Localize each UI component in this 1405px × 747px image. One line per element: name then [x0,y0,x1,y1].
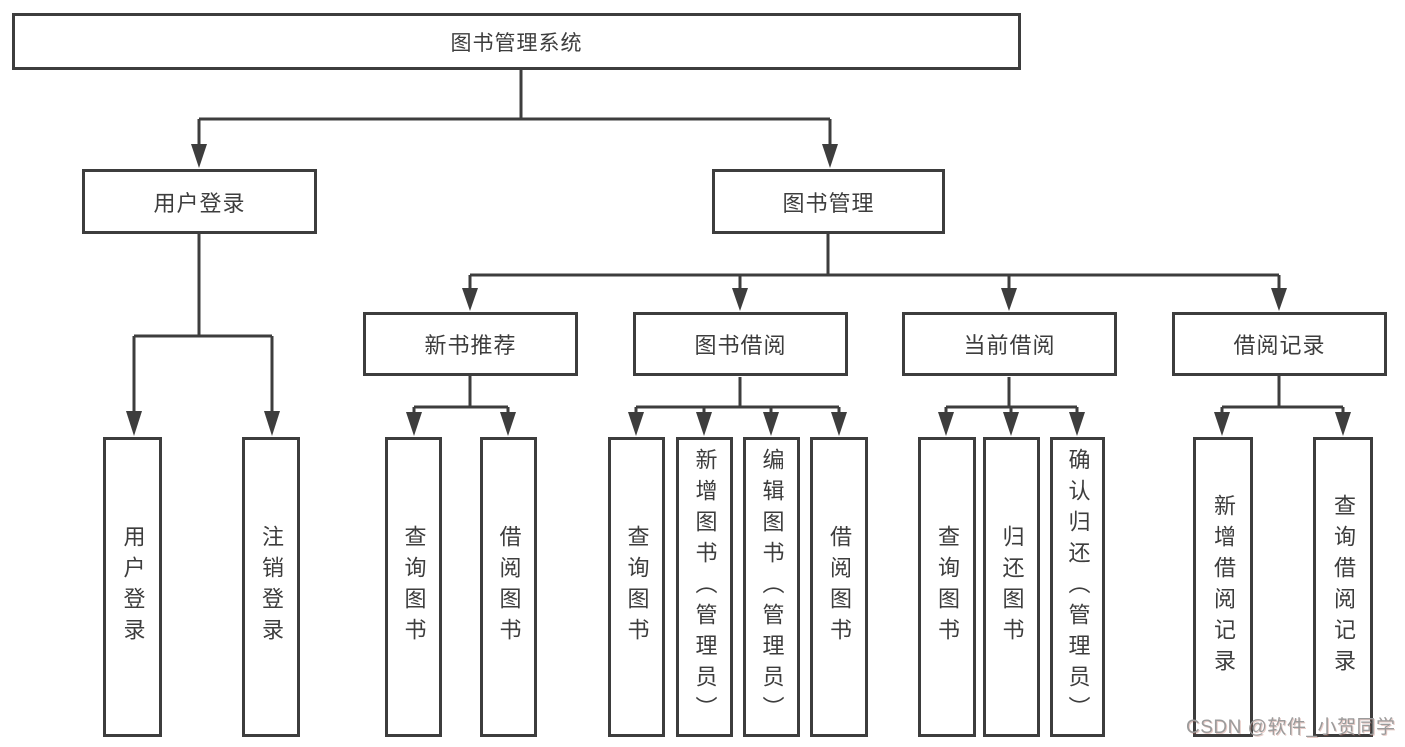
leaf-add-books-admin: 新增图书（管理员） [676,437,733,737]
node-library-management-system: 图书管理系统 [12,13,1021,70]
connector-records-split [1220,376,1345,412]
leaf-borrow-books-recommend: 借阅图书 [480,437,537,737]
node-label: 新书推荐 [424,333,517,358]
connector-mgmt-split [468,234,1281,288]
leaf-query-books-borrow: 查询图书 [608,437,665,737]
node-book-management: 图书管理 [712,169,945,234]
leaf-query-borrow-record: 查询借阅记录 [1313,437,1373,737]
node-label: 当前借阅 [963,333,1056,358]
leaf-return-books: 归还图书 [983,437,1040,737]
csdn-watermark: CSDN @软件_小贺同学 [1186,717,1396,738]
node-book-borrowing: 图书借阅 [633,312,848,376]
node-label: 图书管理系统 [450,31,583,55]
connector-borrow-split [634,377,841,412]
leaf-edit-books-admin: 编辑图书（管理员） [743,437,800,737]
node-label: 用户登录 [153,190,246,216]
connector-login-split [132,234,274,411]
leaf-query-books-current: 查询图书 [918,437,976,737]
node-borrowing-records: 借阅记录 [1172,312,1387,376]
leaf-query-books-recommend: 查询图书 [385,437,442,737]
connector-recommend-split [412,376,510,412]
node-label: 图书借阅 [694,333,787,358]
leaf-borrow-books: 借阅图书 [810,437,868,737]
connector-current-split [944,377,1079,412]
node-label: 借阅记录 [1233,333,1326,358]
node-label: 图书管理 [782,190,875,216]
leaf-add-borrow-record: 新增借阅记录 [1193,437,1253,737]
node-user-login: 用户登录 [82,169,317,234]
leaf-user-login: 用户登录 [103,437,162,737]
node-current-borrowing: 当前借阅 [902,312,1117,376]
leaf-confirm-return-admin: 确认归还（管理员） [1050,437,1105,737]
connector-root-to-level2 [197,70,832,144]
node-new-book-recommendation: 新书推荐 [363,312,578,376]
arrowheads [126,144,1351,436]
leaf-logout: 注销登录 [242,437,300,737]
